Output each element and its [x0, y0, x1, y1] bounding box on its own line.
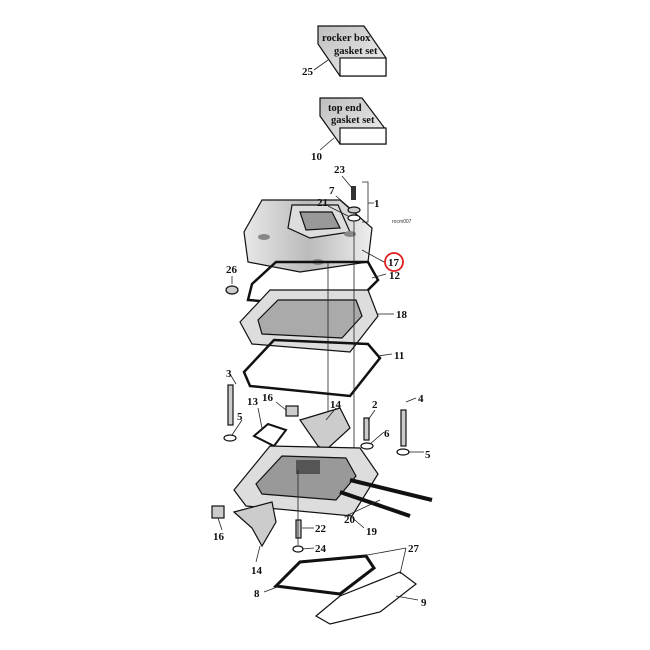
callout-16[interactable]: 16	[262, 392, 274, 404]
drawing-code: rocm007	[392, 219, 412, 225]
callout-18[interactable]: 18	[396, 309, 408, 321]
callout-17[interactable]: 17	[388, 257, 400, 269]
callout-9[interactable]: 9	[421, 597, 427, 609]
callout-12[interactable]: 12	[389, 270, 401, 282]
callout-6[interactable]: 6	[384, 428, 390, 440]
callout-23[interactable]: 23	[334, 164, 346, 176]
callout-10: 10	[311, 151, 323, 163]
highlight-circle	[384, 252, 404, 272]
kit-top-end-gasket-set[interactable]: top end gasket set 10	[311, 97, 387, 163]
callout-5[interactable]: 5	[425, 449, 431, 461]
callout-20[interactable]: 20	[344, 514, 356, 526]
callouts: 23 7 21 1 rocm007 17 12 26 18 11 3 4 16 …	[213, 164, 431, 609]
callout-3[interactable]: 3	[226, 368, 232, 380]
callout-22[interactable]: 22	[315, 523, 327, 535]
callout-2[interactable]: 2	[372, 399, 378, 411]
rocker-housing	[239, 289, 379, 353]
gasket-12	[246, 260, 380, 310]
lower-rocker-housing	[233, 445, 379, 517]
callout-27[interactable]: 27	[408, 543, 420, 555]
callout-16[interactable]: 16	[213, 531, 225, 543]
callout-21[interactable]: 21	[317, 197, 328, 209]
kit-label: top end	[328, 103, 362, 114]
callout-14[interactable]: 14	[330, 399, 342, 411]
kit-label: rocker box	[322, 33, 371, 44]
callout-24[interactable]: 24	[315, 543, 327, 555]
callout-8[interactable]: 8	[254, 588, 260, 600]
kit-label: gasket set	[334, 46, 378, 57]
callout-4[interactable]: 4	[418, 393, 424, 405]
callout-26[interactable]: 26	[226, 264, 238, 276]
callout-25: 25	[302, 66, 314, 78]
kit-label: gasket set	[331, 115, 375, 126]
gasket-11	[242, 338, 382, 398]
callout-14[interactable]: 14	[251, 565, 263, 577]
callout-11[interactable]: 11	[394, 350, 404, 362]
rocker-cover	[243, 199, 373, 273]
callout-5[interactable]: 5	[237, 411, 243, 423]
callout-19[interactable]: 19	[366, 526, 378, 538]
callout-1[interactable]: 1	[374, 198, 380, 210]
callout-13[interactable]: 13	[247, 396, 259, 408]
callout-7[interactable]: 7	[329, 185, 335, 197]
kit-rocker-box-gasket-set[interactable]: rocker box gasket set 25	[302, 25, 387, 78]
